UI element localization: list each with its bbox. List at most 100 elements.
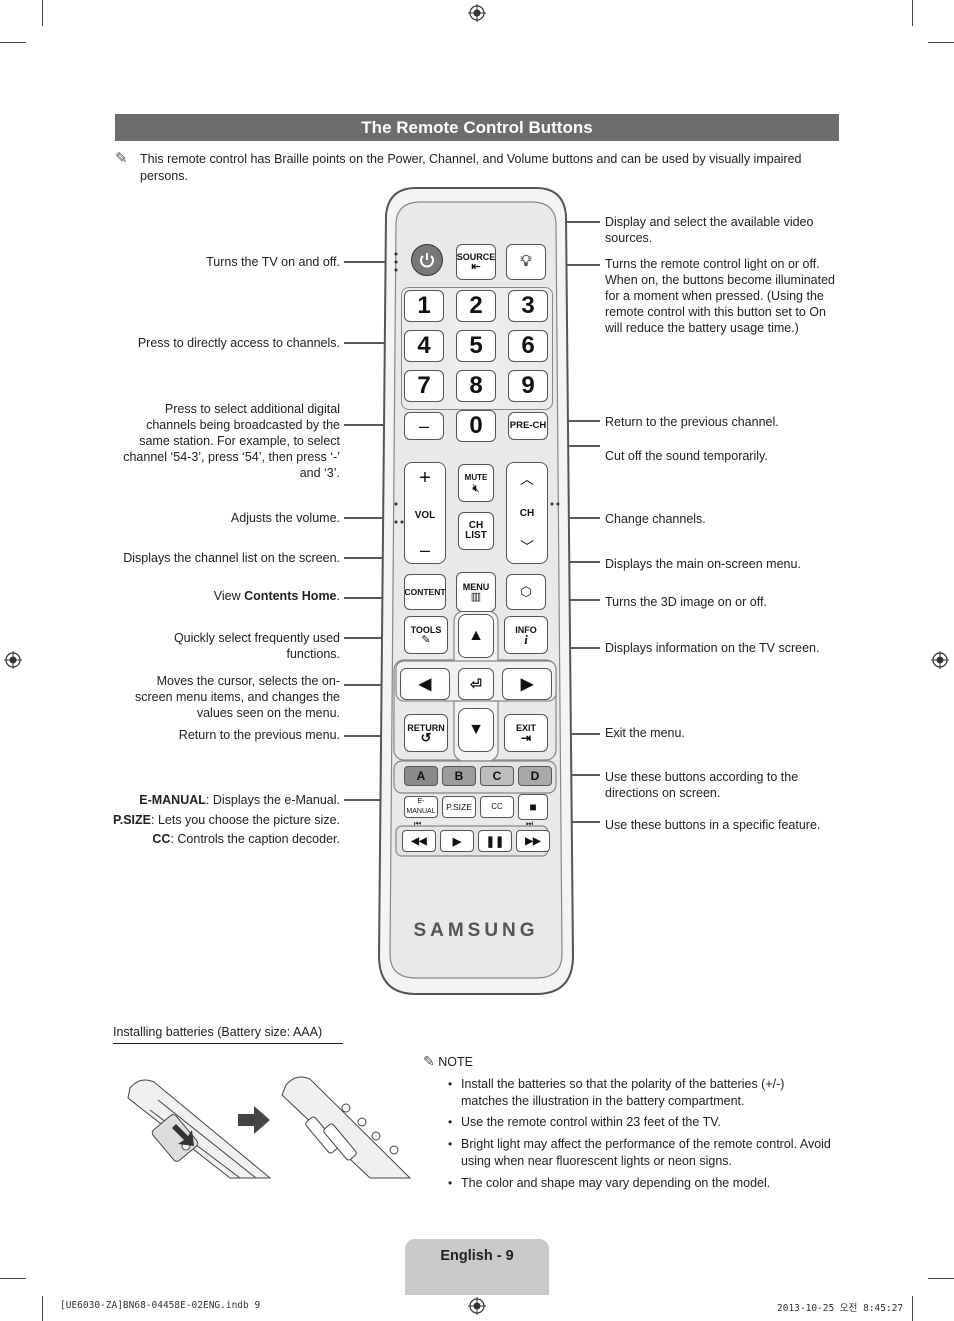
crop-mark — [42, 1296, 43, 1321]
number-buttons-label: Press to directly access to channels. — [137, 336, 340, 350]
prech-button[interactable]: PRE-CH — [508, 412, 548, 440]
exit-button[interactable]: EXIT ⇥ — [504, 714, 548, 752]
color-button-d[interactable]: D — [518, 766, 552, 786]
down-arrow-icon: ▼ — [468, 721, 484, 738]
registration-mark-icon — [4, 651, 22, 669]
cc-button[interactable]: CC — [480, 796, 514, 818]
source-label: Display and select the available video s… — [605, 215, 814, 245]
light-bulb-icon: 💡︎ — [520, 253, 532, 270]
skip-back-icon: ⏮ — [414, 819, 422, 828]
emanual-button[interactable]: E-MANUAL — [404, 796, 438, 818]
right-arrow-button[interactable]: ▶ — [502, 668, 552, 700]
color-buttons-label: Use these buttons according to the direc… — [605, 770, 799, 800]
return-button[interactable]: RETURN ↺ — [404, 714, 448, 752]
crop-mark — [0, 1278, 26, 1279]
content-button[interactable]: CONTENT — [404, 574, 446, 610]
bullet: • — [448, 1077, 453, 1091]
play-button[interactable]: ▶ — [440, 830, 474, 852]
color-button-b[interactable]: B — [442, 766, 476, 786]
crop-mark — [912, 1296, 913, 1321]
page-number-tab: English - 9 — [405, 1239, 549, 1295]
3d-cube-icon: ⬡ — [520, 584, 532, 599]
registration-mark-icon — [468, 4, 486, 22]
crop-mark — [0, 42, 26, 43]
crop-mark — [928, 1278, 954, 1279]
mute-icon: 🔇︎ — [472, 481, 480, 495]
digit-button-0[interactable]: 0 — [456, 410, 496, 442]
digit-button-5[interactable]: 5 — [456, 330, 496, 362]
channel-label: Change channels. — [605, 512, 706, 526]
rewind-button[interactable]: ◀◀ — [402, 830, 436, 852]
channel-down-icon: ﹀ — [520, 539, 534, 555]
digit-button-1[interactable]: 1 — [404, 290, 444, 322]
source-button[interactable]: SOURCE ⇤ — [456, 244, 496, 280]
info-button[interactable]: INFO i — [504, 616, 548, 654]
registration-mark-icon — [931, 651, 949, 669]
light-label: Turns the remote control light on or off… — [605, 257, 835, 335]
digit-button-8[interactable]: 8 — [456, 370, 496, 402]
menu-button[interactable]: MENU ▥ — [456, 572, 496, 612]
crop-mark — [928, 42, 954, 43]
left-arrow-icon: ◀ — [418, 676, 432, 693]
playback-label: Use these buttons in a specific feature. — [605, 818, 821, 832]
mute-label: Cut off the sound temporarily. — [605, 449, 768, 463]
bullet: • — [448, 1115, 453, 1129]
bullet: • — [448, 1176, 453, 1190]
stop-icon: ■ — [529, 800, 537, 814]
return-icon: ↺ — [420, 730, 432, 745]
volume-rocker[interactable]: + VOL – — [404, 462, 446, 564]
color-button-a[interactable]: A — [404, 766, 438, 786]
down-arrow-button[interactable]: ▼ — [458, 708, 494, 752]
dash-button[interactable]: – — [404, 412, 444, 440]
content-label: View Contents Home. — [213, 589, 340, 603]
psize-button[interactable]: P.SIZE — [442, 796, 476, 818]
left-arrow-button[interactable]: ◀ — [400, 668, 450, 700]
power-button[interactable] — [411, 244, 443, 276]
intro-note: ✎ This remote control has Braille points… — [115, 150, 840, 185]
print-slug-left: [UE6030-ZA]BN68-04458E-02ENG.indb 9 — [60, 1300, 261, 1311]
fast-forward-button[interactable]: ▶▶ — [516, 830, 550, 852]
prech-label: Return to the previous channel. — [605, 415, 779, 429]
enter-icon: ⏎ — [470, 675, 482, 692]
enter-button[interactable]: ⏎ — [458, 668, 494, 700]
skip-forward-icon: ⏭ — [526, 819, 534, 828]
pause-button[interactable]: ❚❚ — [478, 830, 512, 852]
remote-control: SOURCE ⇤ 💡︎ 1 2 3 4 5 6 7 8 9 – 0 PRE-CH… — [376, 186, 576, 996]
digit-button-2[interactable]: 2 — [456, 290, 496, 322]
volume-label: Adjusts the volume. — [230, 511, 340, 525]
digit-button-3[interactable]: 3 — [508, 290, 548, 322]
menu-label: Displays the main on-screen menu. — [605, 557, 801, 571]
pause-icon: ❚❚ — [485, 835, 505, 848]
note-item: The color and shape may vary depending o… — [461, 1176, 771, 1190]
3d-button[interactable]: ⬡ — [506, 574, 546, 610]
navigation-label: Moves the cursor, selects the on-screen … — [135, 674, 340, 720]
note-heading: ✎ NOTE — [423, 1053, 473, 1069]
up-arrow-button[interactable]: ▲ — [458, 614, 494, 658]
stop-button[interactable]: ■ — [518, 794, 548, 820]
power-label: Turns the TV on and off. — [206, 255, 340, 269]
pencil-note-icon: ✎ — [423, 1053, 435, 1069]
digit-button-7[interactable]: 7 — [404, 370, 444, 402]
digit-button-6[interactable]: 6 — [508, 330, 548, 362]
digit-button-9[interactable]: 9 — [508, 370, 548, 402]
info-label: Displays information on the TV screen. — [605, 641, 820, 655]
color-button-c[interactable]: C — [480, 766, 514, 786]
exit-icon: ⇥ — [520, 731, 532, 745]
exit-label: Exit the menu. — [605, 726, 685, 740]
power-icon — [420, 253, 434, 268]
rewind-icon: ◀◀ — [411, 835, 427, 847]
channel-up-icon: ︿ — [520, 471, 534, 487]
menu-grid-icon: ▥ — [470, 591, 482, 603]
crop-mark — [912, 0, 913, 26]
fast-forward-icon: ▶▶ — [525, 835, 541, 847]
tools-button[interactable]: TOOLS ✎ — [404, 616, 448, 654]
digit-button-4[interactable]: 4 — [404, 330, 444, 362]
tools-label: Quickly select frequently used functions… — [173, 631, 340, 661]
mute-button[interactable]: MUTE 🔇︎ — [458, 464, 494, 502]
channel-rocker[interactable]: ︿ CH ﹀ — [506, 462, 548, 564]
light-button[interactable]: 💡︎ — [506, 244, 546, 280]
pencil-note-icon: ✎ — [115, 150, 128, 167]
volume-up-icon: + — [419, 467, 431, 489]
chlist-button[interactable]: CH LIST — [458, 512, 494, 550]
tools-icon: ✎ — [421, 634, 431, 646]
